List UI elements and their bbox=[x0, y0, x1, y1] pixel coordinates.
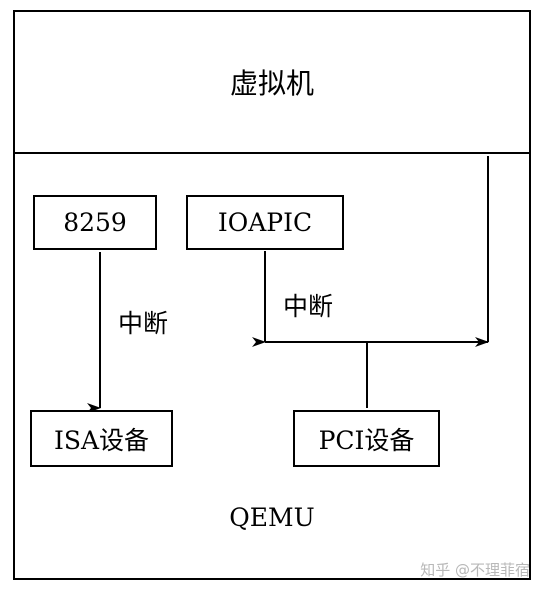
node-isa-device-label: ISA设备 bbox=[53, 425, 150, 455]
node-ioapic: IOAPIC bbox=[186, 195, 344, 250]
diagram-frame bbox=[13, 10, 531, 580]
node-isa-device: ISA设备 bbox=[30, 410, 173, 467]
isa-interrupt-label: 中断 bbox=[118, 309, 169, 338]
qemu-label: QEMU bbox=[229, 503, 315, 532]
pci-interrupt-label: 中断 bbox=[283, 292, 334, 321]
node-pci-device: PCI设备 bbox=[293, 410, 440, 467]
node-8259-label: 8259 bbox=[63, 208, 127, 237]
vm-qemu-divider bbox=[13, 152, 531, 154]
node-pci-device-label: PCI设备 bbox=[318, 425, 415, 455]
node-ioapic-label: IOAPIC bbox=[217, 208, 313, 237]
vm-label: 虚拟机 bbox=[229, 67, 314, 100]
watermark: 知乎 @不理菲宿 bbox=[420, 561, 530, 579]
node-8259: 8259 bbox=[33, 195, 157, 250]
